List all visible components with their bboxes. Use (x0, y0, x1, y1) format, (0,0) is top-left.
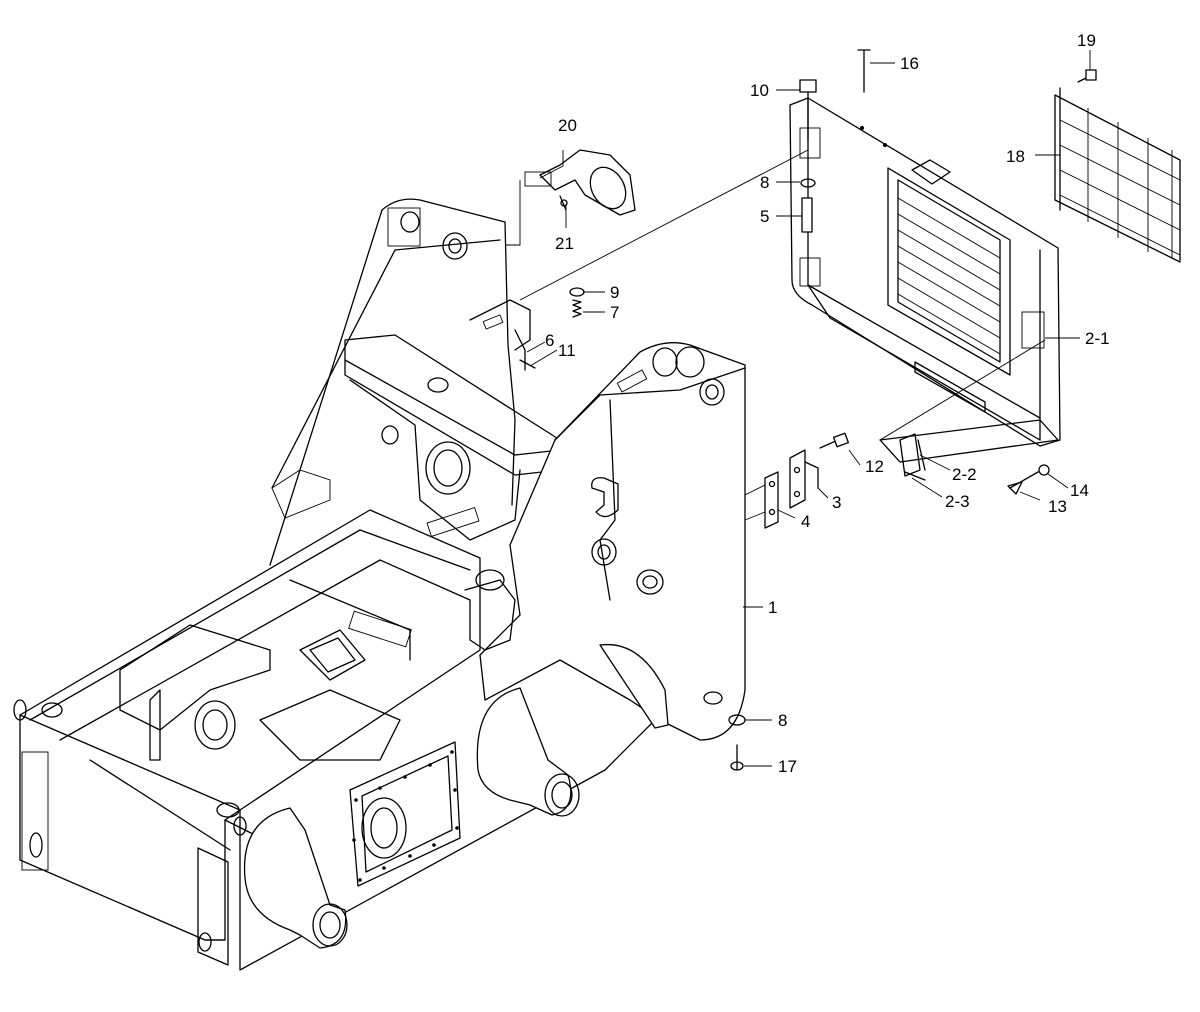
callout-10: 10 (750, 81, 769, 100)
callout-18: 18 (1006, 147, 1025, 166)
grille-bars (1059, 108, 1181, 258)
callout-4: 4 (801, 512, 810, 531)
callout-2-2: 2-2 (952, 465, 977, 484)
leader-lines (505, 50, 1091, 767)
louvre-slats (897, 197, 1001, 355)
cover-bolts (352, 750, 459, 882)
callout-labels: 1 2-1 2-2 2-3 3 4 5 6 7 8 8 9 10 11 12 1… (545, 31, 1110, 776)
callout-21: 21 (555, 234, 574, 253)
callout-2-3: 2-3 (945, 492, 970, 511)
callout-17: 17 (778, 757, 797, 776)
callout-1: 1 (768, 598, 777, 617)
side-panel-assembly (789, 97, 1061, 463)
callout-9: 9 (610, 283, 619, 302)
callout-12: 12 (865, 457, 884, 476)
callout-8-lower: 8 (778, 711, 787, 730)
callout-14: 14 (1070, 481, 1089, 500)
callout-3: 3 (832, 493, 841, 512)
main-frame (13, 198, 746, 971)
callout-13: 13 (1048, 497, 1067, 516)
callout-11: 11 (558, 341, 576, 360)
callout-16: 16 (900, 54, 919, 73)
grille-screen (1054, 87, 1181, 263)
callout-20: 20 (558, 116, 577, 135)
callout-6: 6 (545, 331, 554, 350)
callout-2-1: 2-1 (1085, 329, 1110, 348)
small-parts (514, 49, 1097, 771)
callout-8-upper: 8 (760, 173, 769, 192)
callout-7: 7 (610, 303, 619, 322)
callout-19: 19 (1077, 31, 1096, 50)
callout-5: 5 (760, 207, 769, 226)
